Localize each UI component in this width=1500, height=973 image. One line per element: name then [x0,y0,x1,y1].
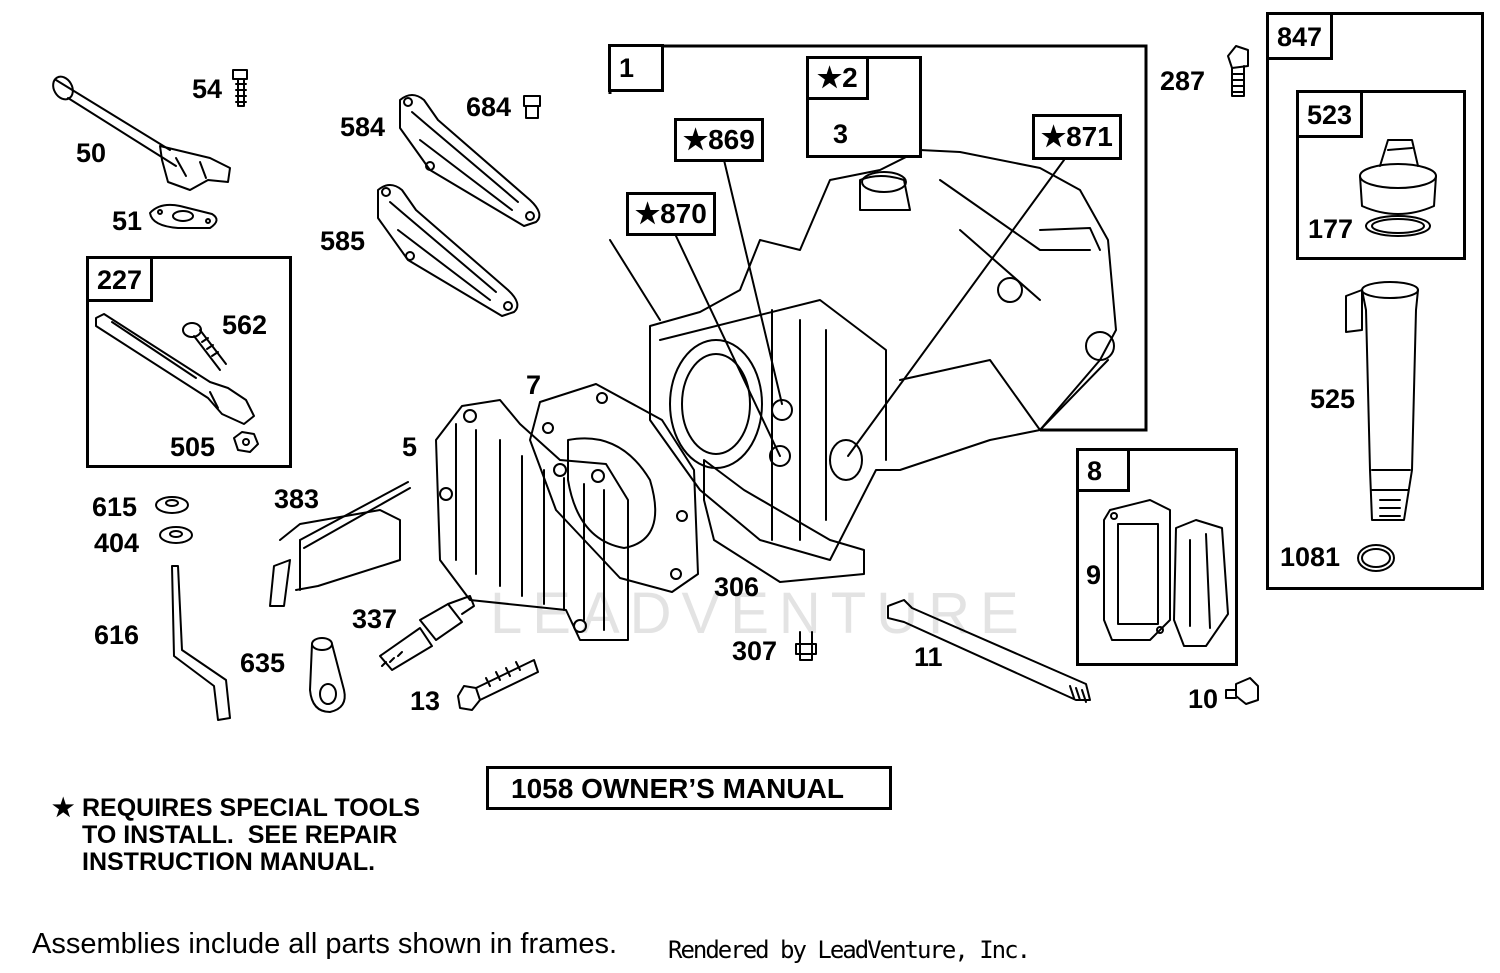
part-615-washer [155,496,189,514]
part-505-nut [233,431,259,453]
part-label-7: 7 [526,370,542,400]
frame-523-label: 523 [1296,90,1364,138]
part-8-cover [1173,519,1229,647]
part-584-gasket [399,94,541,227]
frame-523: 523 [1296,90,1466,260]
part-label-684: 684 [466,92,512,122]
part-label-307: 307 [732,636,778,666]
part-label-562: 562 [222,310,268,340]
part-684-screw [523,95,541,119]
star-icon: ★ [52,794,75,822]
part-307-screw [795,631,817,661]
part-label-9: 9 [1086,560,1102,590]
assemblies-footer: Assemblies include all parts shown in fr… [32,928,618,960]
rendered-by-credit: Rendered by LeadVenture, Inc. [668,936,1031,964]
part-label-54: 54 [192,74,223,104]
part-50-breather-tube [52,75,231,191]
part-label-585: 585 [320,226,366,256]
special-label-2: ★2 3 [806,56,922,158]
part-label-337: 337 [352,604,398,634]
part-label-635: 635 [240,648,286,678]
part-562-bolt [182,322,227,371]
part-404-washer [159,526,193,544]
part-523-cap [1359,139,1437,215]
part-label-51: 51 [112,206,143,236]
part-label-383: 383 [274,484,320,514]
part-5-cylinder-head [435,399,629,641]
frame-847-label: 847 [1266,12,1334,60]
part-label-306: 306 [714,572,760,602]
leader-lines [609,159,1109,457]
part-9-gasket [1103,499,1171,641]
part-label-13: 13 [410,686,441,716]
part-label-177: 177 [1308,214,1354,244]
part-635-boot [309,637,346,713]
part-13-bolt [457,659,539,711]
part-525-dipstick-tube [1345,281,1419,521]
part-label-505: 505 [170,432,216,462]
part-616-shaft [171,565,231,721]
part-label-50: 50 [76,138,107,168]
part-227-governor-arm [95,313,255,425]
part-label-615: 615 [92,492,138,522]
part-10-screw [1225,677,1259,705]
part-label-5: 5 [402,432,418,462]
part-label-584: 584 [340,112,386,142]
frame-1: 1 [608,44,1148,434]
part-51-gasket [149,203,218,229]
special-tools-note-text: REQUIRES SPECIAL TOOLS TO INSTALL. SEE R… [82,794,421,876]
frame-8: 8 [1076,448,1238,666]
frame-227-label: 227 [86,256,154,302]
part-585-gasket [377,184,519,317]
frame-1-label: 1 [608,44,664,92]
owners-manual-label: 1058 OWNER’S MANUAL [486,766,892,810]
special-label-869: ★869 [674,118,764,162]
special-label-2-text: ★2 [806,56,869,100]
special-label-871: ★871 [1032,114,1122,160]
part-label-525: 525 [1310,384,1356,414]
part-label-3: 3 [833,119,849,149]
part-383-terminal [269,481,411,607]
part-287-screw [1227,45,1249,97]
frame-227: 227 [86,256,292,468]
part-1081-o-ring [1357,544,1395,572]
frame-847: 847 [1266,12,1484,590]
part-54-screw [232,69,248,107]
part-label-10: 10 [1188,684,1219,714]
part-label-616: 616 [94,620,140,650]
frame-8-label: 8 [1076,448,1130,492]
part-label-404: 404 [94,528,140,558]
part-11-tube [887,599,1091,703]
part-337-spark-plug [379,595,475,671]
special-label-870: ★870 [626,192,716,236]
part-label-1081: 1081 [1280,542,1341,572]
part-label-287: 287 [1160,66,1206,96]
part-177-o-ring [1365,215,1431,237]
part-label-11: 11 [914,642,943,672]
